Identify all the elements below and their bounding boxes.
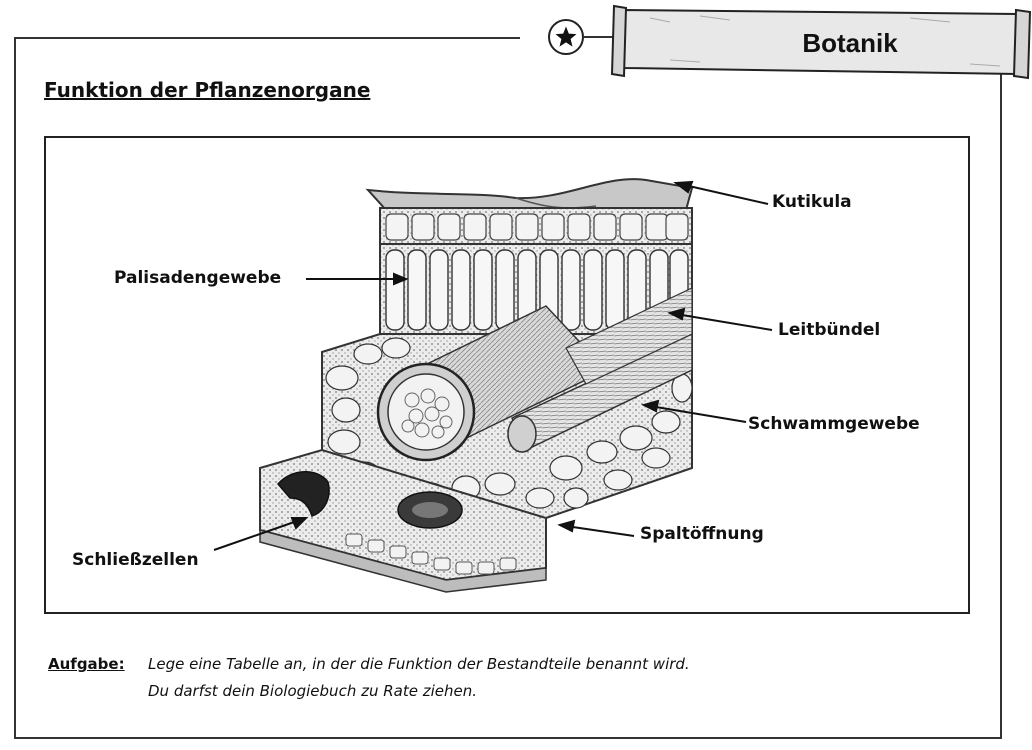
task-label: Aufgabe:: [48, 655, 125, 673]
label-palisadengewebe: Palisadengewebe: [114, 268, 282, 288]
label-schwammgewebe: Schwammgewebe: [748, 414, 920, 434]
subject-banner: Botanik: [610, 4, 1032, 80]
page-heading: Funktion der Pflanzenorgane: [44, 78, 371, 102]
connector-line: [584, 36, 618, 38]
star-badge: [548, 19, 584, 55]
leaf-cross-section-figure: Kutikula Palisadengewebe Leitbündel Schw…: [44, 136, 970, 614]
star-icon: [555, 26, 577, 47]
task-line-2: Du darfst dein Biologiebuch zu Rate zieh…: [148, 682, 478, 700]
page-frame: [14, 37, 1002, 739]
label-kutikula: Kutikula: [772, 192, 852, 212]
task-line-1: Lege eine Tabelle an, in der die Funktio…: [148, 655, 690, 673]
label-leitbuendel: Leitbündel: [778, 320, 881, 340]
label-spaltoeffnung: Spaltöffnung: [640, 524, 764, 544]
subject-title: Botanik: [802, 28, 898, 58]
leaf-cross-section-illustration: [213, 178, 773, 593]
scroll-banner-shape: [610, 4, 1032, 80]
label-schliesszellen: Schließzellen: [72, 550, 199, 570]
